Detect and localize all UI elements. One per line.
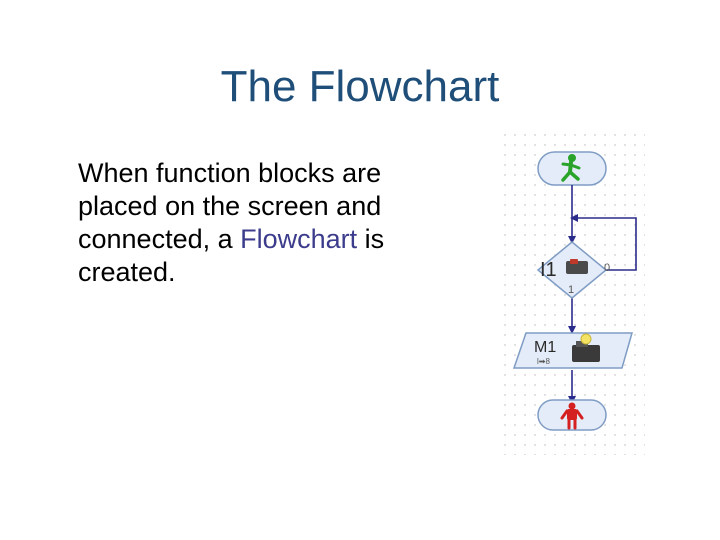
- motor-block-sublabel: l➡8: [537, 357, 550, 366]
- highlighted-term: Flowchart: [240, 224, 358, 254]
- motor-block-label: M1: [534, 339, 556, 356]
- branch-output-false-label: 0: [604, 262, 610, 274]
- stop-block[interactable]: [537, 399, 607, 431]
- red-standing-person-icon: [560, 402, 584, 430]
- start-block[interactable]: [537, 151, 607, 186]
- branch-block-label: I1: [540, 259, 557, 281]
- connector-loop-back: [570, 214, 637, 271]
- slide-title: The Flowchart: [220, 62, 500, 111]
- branch-block[interactable]: I1 0 1: [536, 241, 610, 299]
- lamp-output-icon: [572, 333, 600, 362]
- green-walking-person-icon: [561, 154, 581, 182]
- connectors: [568, 185, 637, 404]
- body-text: When function blocks are placed on the s…: [78, 157, 418, 289]
- pushbutton-switch-icon: [566, 259, 588, 274]
- body-text-part2: is created.: [78, 224, 385, 287]
- branch-output-true-label: 1: [568, 284, 574, 296]
- motor-block[interactable]: M1 l➡8: [512, 332, 633, 369]
- body-text-part1: When function blocks are placed on the s…: [78, 158, 382, 254]
- flowchart-diagram: I1 0 1 M1 l➡8: [500, 130, 645, 455]
